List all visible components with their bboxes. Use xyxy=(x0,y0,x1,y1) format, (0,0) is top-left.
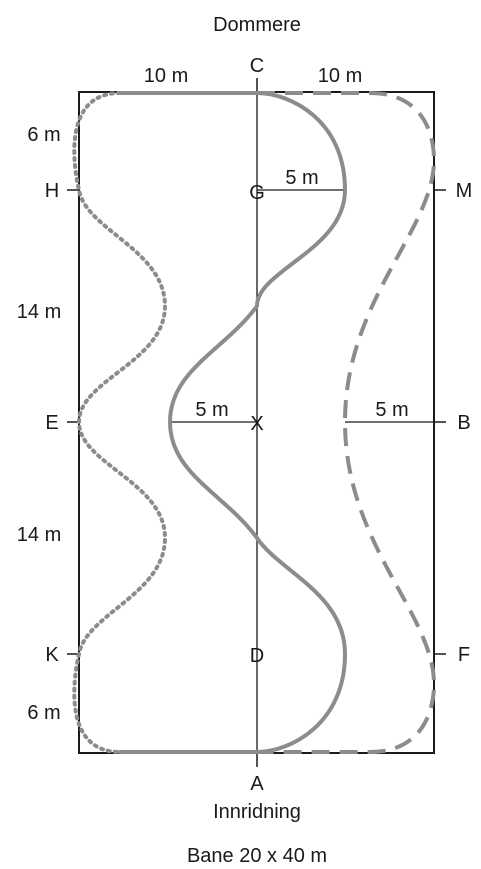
entrance-label: Innridning xyxy=(213,801,301,823)
offset-right-label: 5 m xyxy=(375,399,408,421)
arena-size-label: Bane 20 x 40 m xyxy=(187,845,327,867)
letter-g: G xyxy=(249,182,265,204)
dotted-serpentine-path xyxy=(72,91,168,754)
letter-h: H xyxy=(45,180,59,202)
segment-6m-bottom-label: 6 m xyxy=(27,702,60,724)
width-left-label: 10 m xyxy=(144,65,188,87)
letter-f: F xyxy=(458,644,470,666)
segment-14m-lower-label: 14 m xyxy=(17,524,61,546)
segment-14m-upper-label: 14 m xyxy=(17,301,61,323)
solid-serpentine-path xyxy=(118,91,348,754)
letter-k: K xyxy=(45,644,59,666)
letter-b: B xyxy=(457,412,470,434)
letter-a: A xyxy=(250,773,264,795)
segment-6m-top-label: 6 m xyxy=(27,124,60,146)
offset-center-label: 5 m xyxy=(195,399,228,421)
offset-upper-label: 5 m xyxy=(285,167,318,189)
letter-c: C xyxy=(250,55,264,77)
letter-e: E xyxy=(45,412,58,434)
width-right-label: 10 m xyxy=(318,65,362,87)
letter-d: D xyxy=(250,645,264,667)
judges-label: Dommere xyxy=(213,14,301,36)
letter-m: M xyxy=(456,180,473,202)
letter-x: X xyxy=(250,413,263,435)
dashed-loop-path xyxy=(257,91,437,754)
